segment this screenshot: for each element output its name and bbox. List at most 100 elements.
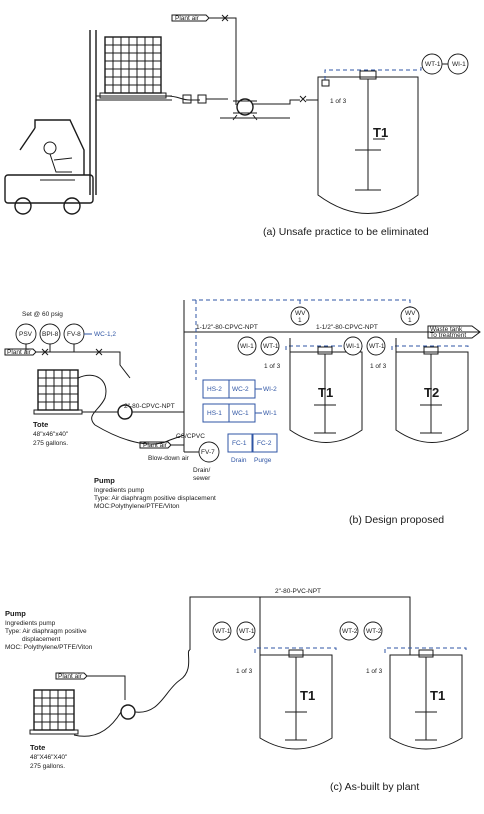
svg-text:BPI-8: BPI-8 xyxy=(42,331,59,338)
svg-text:Plant air: Plant air xyxy=(7,349,32,356)
svg-text:WT-1: WT-1 xyxy=(369,343,385,350)
discharge xyxy=(253,95,307,105)
svg-text:1 of 3: 1 of 3 xyxy=(366,668,383,675)
svg-text:WC-1: WC-1 xyxy=(232,410,249,417)
forks xyxy=(96,95,172,101)
wi1-label: WI-1 xyxy=(263,410,277,417)
svg-text:WT-1: WT-1 xyxy=(263,343,279,350)
svg-text:WT-1: WT-1 xyxy=(215,628,231,635)
box-fc2 xyxy=(252,433,278,453)
tote-c xyxy=(33,689,75,731)
plant-air-tag xyxy=(171,14,210,22)
svg-text:HS-2: HS-2 xyxy=(207,386,222,393)
svg-text:displacement: displacement xyxy=(22,636,60,643)
svg-text:275 gallons.: 275 gallons. xyxy=(30,763,65,770)
tote-title-c: Tote xyxy=(30,743,45,752)
svg-text:CS/CPVC: CS/CPVC xyxy=(176,433,205,440)
svg-text:Type: Air diaphragm positive: Type: Air diaphragm positive displacemen… xyxy=(94,495,216,502)
plant-air-tag-c xyxy=(55,672,88,680)
plant-air-tag-b2 xyxy=(139,441,172,449)
caption-b: (b) Design proposed xyxy=(349,514,444,526)
svg-text:T1: T1 xyxy=(430,688,445,703)
svg-text:Plant air: Plant air xyxy=(58,673,83,680)
svg-text:MOC:Polythylene/PTFE/Viton: MOC:Polythylene/PTFE/Viton xyxy=(94,503,180,510)
forklift-body xyxy=(4,174,94,204)
svg-text:sewer: sewer xyxy=(193,475,211,482)
caption-a: (a) Unsafe practice to be eliminated xyxy=(263,226,429,238)
svg-text:Plant air: Plant air xyxy=(143,442,168,449)
tank-label: T1 xyxy=(373,125,388,140)
tote-grid-lines xyxy=(105,37,161,93)
forklift xyxy=(4,30,172,215)
tank-t2-b-label: T2 xyxy=(424,385,439,400)
one-of-three: 1 of 3 xyxy=(330,98,347,105)
instrument-wi1-right xyxy=(343,336,363,356)
svg-text:Ingredients pump: Ingredients pump xyxy=(5,620,56,627)
svg-text:PSV: PSV xyxy=(19,331,33,338)
svg-text:1: 1 xyxy=(298,317,302,324)
svg-text:Purge: Purge xyxy=(254,457,272,464)
caption-c: (c) As-built by plant xyxy=(330,781,419,793)
svg-text:275 gallons.: 275 gallons. xyxy=(33,440,68,447)
svg-text:WI-1: WI-1 xyxy=(452,61,466,68)
plant-air-label: Plant air xyxy=(175,15,200,22)
svg-text:1-1/2"-80-CPVC-NPT: 1-1/2"-80-CPVC-NPT xyxy=(316,324,378,331)
agitator xyxy=(355,79,381,191)
instrument-wt2-c1 xyxy=(339,621,359,641)
tank-t2-b xyxy=(395,351,469,443)
hose-c xyxy=(73,649,191,737)
hose xyxy=(165,95,200,101)
svg-text:WV: WV xyxy=(295,310,306,317)
svg-text:Type: Air diaphragm positive: Type: Air diaphragm positive xyxy=(5,628,87,635)
svg-text:HS-1: HS-1 xyxy=(207,410,222,417)
instrument-wt1-c1 xyxy=(212,621,232,641)
driver-head xyxy=(43,141,57,155)
svg-text:1 of 3: 1 of 3 xyxy=(370,363,387,370)
svg-text:FC-1: FC-1 xyxy=(232,440,247,447)
svg-text:WV: WV xyxy=(405,310,416,317)
svg-text:1 of 3: 1 of 3 xyxy=(264,363,281,370)
svg-text:48"x46"x40": 48"x46"x40" xyxy=(33,431,69,438)
instrument-wi1 xyxy=(447,53,469,75)
tank-t1-b-label: T1 xyxy=(318,385,333,400)
instrument-wt1-c2 xyxy=(236,621,256,641)
svg-text:WT-1: WT-1 xyxy=(239,628,255,635)
svg-text:48"X46"X40": 48"X46"X40" xyxy=(30,754,68,761)
instrument-wi1-left xyxy=(237,336,257,356)
valve-wv-right xyxy=(400,306,420,326)
svg-text:1: 1 xyxy=(408,317,412,324)
svg-text:MOC: Polythylene/PTFE/Viton: MOC: Polythylene/PTFE/Viton xyxy=(5,644,93,651)
tank-t1-b xyxy=(289,351,363,443)
instrument-wt1-right xyxy=(366,336,386,356)
panel-b: Set @ 60 psig PSV BPI-8 FV-8 WC-1,2 Plan… xyxy=(4,299,481,526)
svg-text:WT-2: WT-2 xyxy=(342,628,358,635)
tote-b xyxy=(37,369,79,411)
svg-text:Blow-down air: Blow-down air xyxy=(148,455,190,462)
svg-text:WI-1: WI-1 xyxy=(346,343,360,350)
instrument-wt1-left xyxy=(260,336,280,356)
overhead-line xyxy=(189,596,411,655)
pump-title-c: Pump xyxy=(5,609,26,618)
air-line xyxy=(209,17,237,105)
waste-tank-tag xyxy=(427,325,481,339)
svg-text:WT-2: WT-2 xyxy=(366,628,382,635)
pump-title-b: Pump xyxy=(94,476,115,485)
svg-text:Drain/: Drain/ xyxy=(193,467,211,474)
svg-text:Waste tank: Waste tank xyxy=(430,326,463,333)
svg-text:Ingredients pump: Ingredients pump xyxy=(94,487,145,494)
wc-label: WC-1,2 xyxy=(94,331,116,338)
line-2in: 2"-80-CPVC-NPT xyxy=(124,403,175,410)
wi2-label: WI-2 xyxy=(263,386,277,393)
svg-text:Drain: Drain xyxy=(231,457,247,464)
cab xyxy=(19,119,85,175)
wheel-rear xyxy=(14,197,32,215)
air-valve xyxy=(221,14,229,22)
panel-c: Pump Ingredients pump Type: Air diaphrag… xyxy=(5,588,467,793)
svg-text:1-1/2"-80-CPVC-NPT: 1-1/2"-80-CPVC-NPT xyxy=(196,324,258,331)
box-fc1 xyxy=(227,433,253,453)
instrument-wt2-c2 xyxy=(363,621,383,641)
air-header xyxy=(36,351,131,379)
svg-text:WC-2: WC-2 xyxy=(232,386,249,393)
svg-text:WT-1: WT-1 xyxy=(425,61,441,68)
svg-text:T1: T1 xyxy=(300,688,315,703)
